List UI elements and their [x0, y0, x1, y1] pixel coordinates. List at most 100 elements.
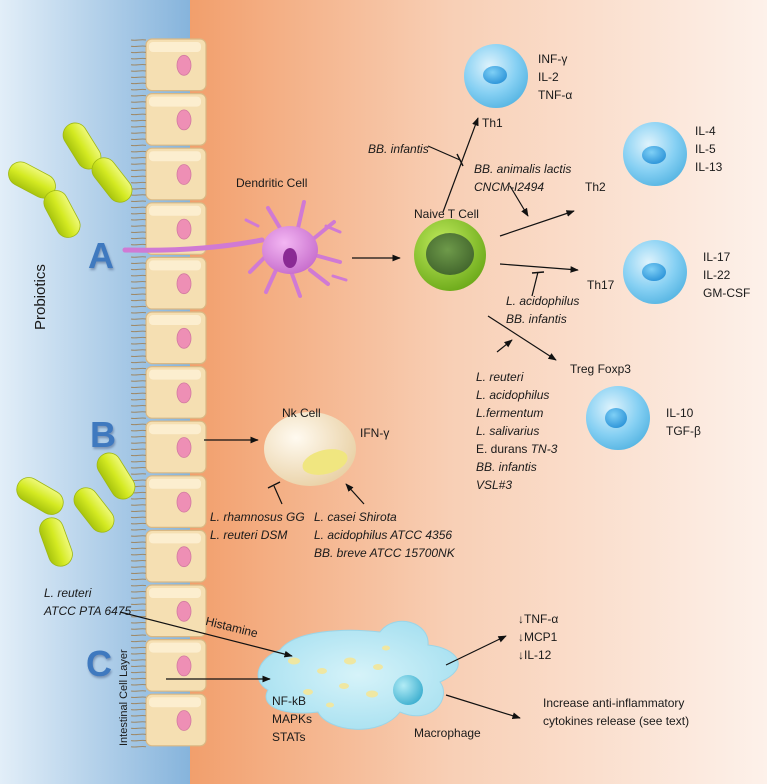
promote-treg: [496, 339, 513, 353]
strain: L. reuteri DSM: [210, 528, 288, 542]
th2-promoting-strains: BB. animalis lactis CNCM-I2494: [474, 160, 571, 196]
cytokine: IL-13: [695, 160, 723, 174]
macrophage-strain: L. reuteri ATCC PTA 6475: [44, 584, 131, 620]
strain: L. reuteri: [44, 586, 92, 600]
cytokine: GM-CSF: [703, 286, 751, 300]
cytokine: IL-5: [695, 142, 716, 156]
th1-cell: [464, 44, 528, 108]
cell-nucleus: [176, 109, 192, 131]
cytokine: IL-22: [703, 268, 731, 282]
cytokine: INF-γ: [538, 52, 568, 66]
cytokine: ↓IL-12: [518, 648, 552, 662]
epithelial-cell: [145, 420, 207, 474]
naive-t-cell: [414, 219, 486, 291]
macrophage-label: Macrophage: [414, 726, 481, 740]
treg-promoting-strains: L. reuteri L. acidophilus L.fermentum L.…: [476, 368, 557, 494]
probiotic-bacteria: [8, 122, 136, 567]
cytokine: TNF-α: [538, 88, 573, 102]
cell-nucleus: [176, 327, 192, 349]
th2-label: Th2: [585, 180, 606, 194]
nk-promoting-strains: L. casei Shirota L. acidophilus ATCC 435…: [314, 508, 455, 562]
arrow-to-th1: [442, 117, 479, 213]
arrow-increase: [445, 694, 521, 719]
cell-nucleus: [176, 655, 192, 677]
strain: VSL#3: [476, 478, 513, 492]
arrow-to-th2: [499, 210, 575, 237]
note-line: cytokines release (see text): [543, 714, 690, 728]
arrow-to-th17: [499, 263, 579, 273]
nk-cell-label: Nk Cell: [282, 406, 321, 420]
pathway: NF-kB: [272, 694, 306, 708]
epithelial-cell: [145, 38, 207, 92]
arrow-decrease: [445, 635, 507, 666]
probiotics-label: Probiotics: [32, 264, 49, 330]
cytokine: IL-2: [538, 70, 559, 84]
cell-nucleus: [176, 54, 192, 76]
cytokine: TGF-β: [666, 424, 701, 438]
probiotic-bacterium: [16, 477, 64, 515]
promote-nk: [345, 483, 365, 505]
epithelial-cell: [145, 311, 207, 365]
strain: L. acidophilus: [506, 294, 580, 308]
inhibit-th17: [531, 271, 539, 297]
cytokine: IL-17: [703, 250, 731, 264]
epithelial-cell: [145, 529, 207, 583]
cell-nucleus: [176, 600, 192, 622]
section-b-label: B: [90, 414, 116, 455]
nk-cell: [264, 412, 356, 486]
nk-inhibiting-strains: L. rhamnosus GG L. reuteri DSM: [210, 508, 305, 544]
naive-t-cell-label: Naive T Cell: [414, 207, 479, 221]
strain: L. acidophilus: [476, 388, 550, 402]
treg-cell: [586, 386, 650, 450]
th1-label: Th1: [482, 116, 503, 130]
strain: L. acidophilus ATCC 4356: [314, 528, 453, 542]
strain: L. rhamnosus GG: [210, 510, 305, 524]
cell-nucleus: [176, 218, 192, 240]
cell-nucleus: [176, 273, 192, 295]
strain: L. casei Shirota: [314, 510, 397, 524]
epithelial-cell: [145, 475, 207, 528]
strain: E. durans TN-3: [476, 440, 557, 458]
epithelial-cell: [145, 693, 207, 747]
th2-cytokines: IL-4 IL-5 IL-13: [695, 122, 722, 176]
epithelial-cell: [145, 366, 207, 419]
pathway: MAPKs: [272, 712, 313, 726]
treg-label: Treg Foxp3: [570, 362, 631, 376]
strain: L. reuteri: [476, 370, 524, 384]
cell-nucleus: [176, 164, 192, 185]
promote-th2: [509, 185, 529, 217]
dendritic-cell: [122, 200, 348, 298]
probiotic-bacterium: [96, 452, 136, 500]
epithelial-cell: [145, 584, 207, 638]
macrophage-pathways: NF-kB MAPKs STATs: [272, 692, 312, 746]
strain: ATCC PTA 6475: [44, 604, 132, 618]
cell-nucleus: [176, 382, 192, 404]
section-a-label: A: [88, 235, 114, 276]
nk-ifn-gamma-label: IFN-γ: [360, 426, 390, 440]
epithelial-cell: [145, 638, 207, 692]
strain-code: TN-3: [530, 442, 558, 456]
th17-cell: [623, 240, 687, 304]
th17-cytokines: IL-17 IL-22 GM-CSF: [703, 248, 750, 302]
strain: L.fermentum: [476, 406, 544, 420]
intestinal-epithelium: [130, 38, 207, 748]
strain: L. salivarius: [476, 424, 540, 438]
arrow-histamine: [119, 611, 293, 658]
treg-cytokines: IL-10 TGF-β: [666, 404, 701, 440]
th17-label: Th17: [587, 278, 615, 292]
strain: BB. infantis: [506, 312, 567, 326]
anti-inflammatory-note: Increase anti-inflammatory cytokines rel…: [543, 694, 689, 730]
epithelial-cell: [145, 256, 207, 310]
decreased-cytokines: ↓TNF-α ↓MCP1 ↓IL-12: [518, 610, 558, 664]
th1-cytokines: INF-γ IL-2 TNF-α: [538, 50, 572, 104]
cell-nucleus: [176, 710, 192, 731]
th17-inhibiting-strains: L. acidophilus BB. infantis: [506, 292, 579, 328]
section-c-label: C: [86, 643, 112, 684]
strain: BB. animalis lactis: [474, 162, 572, 176]
th2-cell: [623, 122, 687, 186]
strain: BB. infantis: [476, 460, 537, 474]
inhibit-nk: [273, 485, 283, 505]
probiotic-bacterium: [43, 190, 81, 238]
note-line: Increase anti-inflammatory: [543, 696, 685, 710]
